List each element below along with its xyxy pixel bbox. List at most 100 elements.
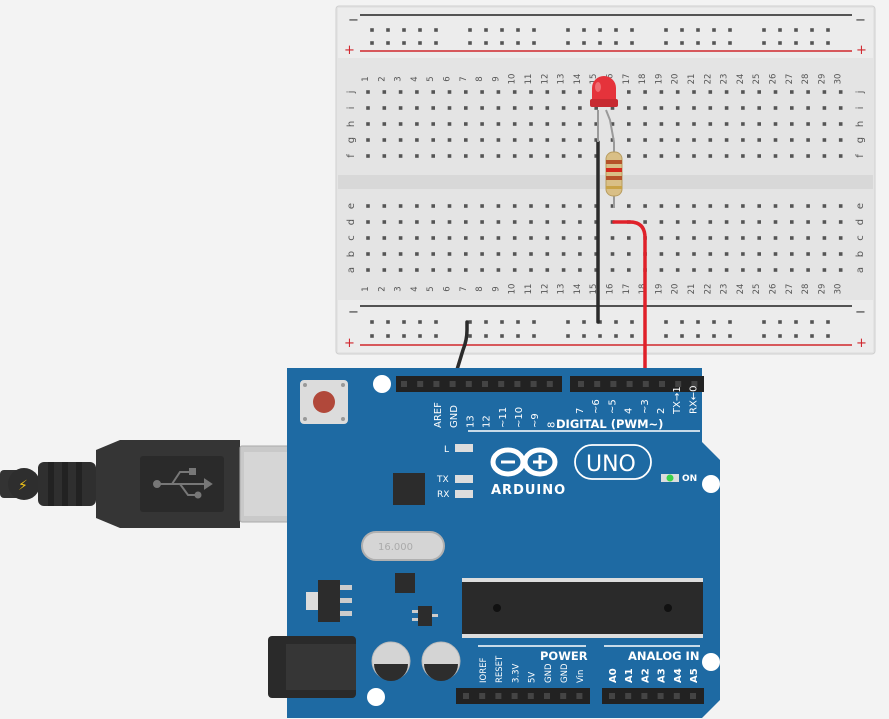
breadboard-hole[interactable] [822,90,827,94]
breadboard-hole[interactable] [431,90,435,94]
breadboard-hole[interactable] [366,252,370,256]
breadboard-hole[interactable] [806,268,810,272]
breadboard-hole[interactable] [382,90,387,94]
breadboard-hole[interactable] [627,122,631,126]
breadboard-hole[interactable] [610,122,615,126]
header-pin[interactable] [691,381,698,387]
breadboard-hole[interactable] [822,236,827,240]
rail-hole[interactable] [826,320,830,324]
breadboard-hole[interactable] [741,236,745,240]
rail-hole[interactable] [370,334,374,338]
breadboard-hole[interactable] [366,138,370,142]
header-pin[interactable] [609,693,615,699]
breadboard-hole[interactable] [692,268,696,272]
breadboard-hole[interactable] [643,204,647,208]
breadboard-hole[interactable] [578,138,582,142]
rail-hole[interactable] [516,334,520,338]
rail-hole[interactable] [794,320,798,324]
breadboard-hole[interactable] [578,236,582,240]
breadboard-hole[interactable] [382,252,387,256]
rail-hole[interactable] [516,28,520,32]
breadboard-hole[interactable] [643,106,647,110]
rail-hole[interactable] [794,334,798,338]
breadboard-hole[interactable] [561,220,566,224]
breadboard-hole[interactable] [627,252,631,256]
breadboard-hole[interactable] [480,236,484,240]
breadboard-hole[interactable] [708,122,713,126]
breadboard-hole[interactable] [675,122,680,126]
breadboard-hole[interactable] [496,138,501,142]
breadboard-hole[interactable] [512,154,517,158]
breadboard-hole[interactable] [757,90,761,94]
breadboard-hole[interactable] [415,252,419,256]
rail-hole[interactable] [712,334,716,338]
breadboard-hole[interactable] [806,90,810,94]
breadboard-hole[interactable] [561,268,566,272]
breadboard-hole[interactable] [643,122,647,126]
breadboard-hole[interactable] [806,252,810,256]
breadboard-hole[interactable] [398,90,403,94]
header-pin[interactable] [482,381,488,387]
header-pin[interactable] [433,381,440,387]
breadboard[interactable]: − − + + − − + + 112233445566778899101011… [335,5,876,355]
breadboard-hole[interactable] [447,252,452,256]
rail-hole[interactable] [696,28,700,32]
rail-hole[interactable] [516,320,520,324]
breadboard-hole[interactable] [675,252,680,256]
breadboard-hole[interactable] [529,220,533,224]
breadboard-hole[interactable] [512,220,517,224]
header-pin[interactable] [659,381,665,387]
breadboard-hole[interactable] [675,154,680,158]
breadboard-hole[interactable] [773,236,778,240]
breadboard-hole[interactable] [512,204,517,208]
breadboard-hole[interactable] [415,220,419,224]
breadboard-hole[interactable] [724,106,729,110]
breadboard-hole[interactable] [806,220,810,224]
breadboard-hole[interactable] [643,154,647,158]
header-pin[interactable] [657,693,664,699]
rail-hole[interactable] [630,320,634,324]
breadboard-hole[interactable] [496,106,501,110]
breadboard-hole[interactable] [496,122,501,126]
breadboard-hole[interactable] [627,106,631,110]
rail-hole[interactable] [468,41,472,45]
rail-hole[interactable] [598,28,602,32]
breadboard-hole[interactable] [692,252,696,256]
breadboard-hole[interactable] [431,106,435,110]
rail-hole[interactable] [728,28,732,32]
breadboard-hole[interactable] [675,106,680,110]
breadboard-hole[interactable] [529,252,533,256]
breadboard-hole[interactable] [512,236,517,240]
breadboard-hole[interactable] [610,268,615,272]
breadboard-hole[interactable] [838,252,843,256]
breadboard-hole[interactable] [741,122,745,126]
breadboard-hole[interactable] [578,154,582,158]
breadboard-hole[interactable] [724,138,729,142]
breadboard-hole[interactable] [741,204,745,208]
breadboard-hole[interactable] [464,106,468,110]
breadboard-hole[interactable] [512,106,517,110]
breadboard-hole[interactable] [431,122,435,126]
breadboard-hole[interactable] [545,154,550,158]
rail-hole[interactable] [614,41,618,45]
header-pin[interactable] [641,693,648,699]
breadboard-hole[interactable] [757,138,761,142]
breadboard-hole[interactable] [561,122,566,126]
breadboard-hole[interactable] [382,138,387,142]
breadboard-hole[interactable] [382,268,387,272]
breadboard-hole[interactable] [398,268,403,272]
breadboard-hole[interactable] [838,154,843,158]
breadboard-hole[interactable] [431,138,435,142]
breadboard-hole[interactable] [773,204,778,208]
reset-button[interactable] [313,391,335,413]
breadboard-hole[interactable] [822,252,827,256]
breadboard-hole[interactable] [447,220,452,224]
rail-hole[interactable] [778,28,782,32]
breadboard-hole[interactable] [822,268,827,272]
rail-hole[interactable] [484,334,488,338]
breadboard-hole[interactable] [496,204,501,208]
rail-hole[interactable] [434,41,438,45]
header-pin[interactable] [626,381,633,387]
breadboard-hole[interactable] [431,204,435,208]
rail-hole[interactable] [500,334,504,338]
